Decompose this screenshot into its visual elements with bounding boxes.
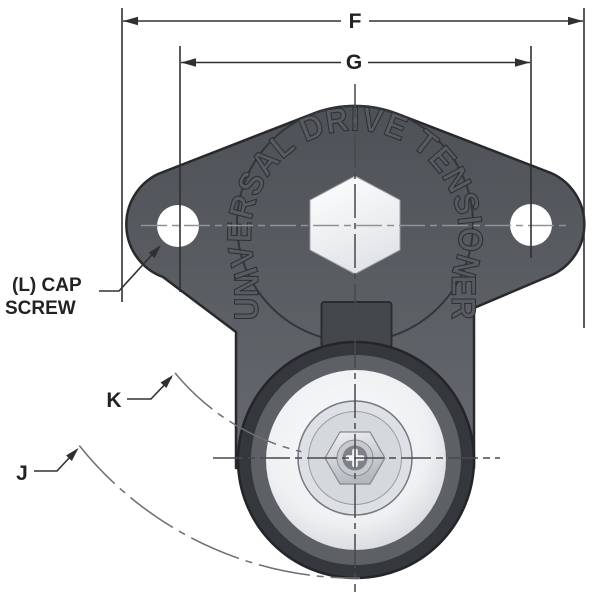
cap-screw-arrow-icon (148, 245, 161, 259)
j-leader (34, 448, 78, 472)
f-label: F (349, 10, 362, 33)
cap-screw-label-line1: (L) CAP (12, 275, 82, 296)
dimension-g (179, 46, 532, 292)
k-label: K (106, 389, 121, 412)
j-arrow-icon (66, 448, 79, 461)
cap-screw-leader (99, 245, 161, 292)
f-arrow-left-icon (123, 16, 138, 26)
g-label: G (346, 51, 362, 74)
g-arrow-right-icon (515, 58, 530, 67)
arc-k (174, 372, 302, 453)
f-arrow-right-icon (568, 16, 583, 26)
cap-screw-label-line2: SCREW (5, 298, 76, 319)
k-arrow-icon (160, 375, 173, 388)
dimension-f (121, 8, 585, 328)
arc-j (78, 445, 361, 579)
g-arrow-left-icon (181, 58, 196, 67)
j-label: J (16, 462, 28, 485)
